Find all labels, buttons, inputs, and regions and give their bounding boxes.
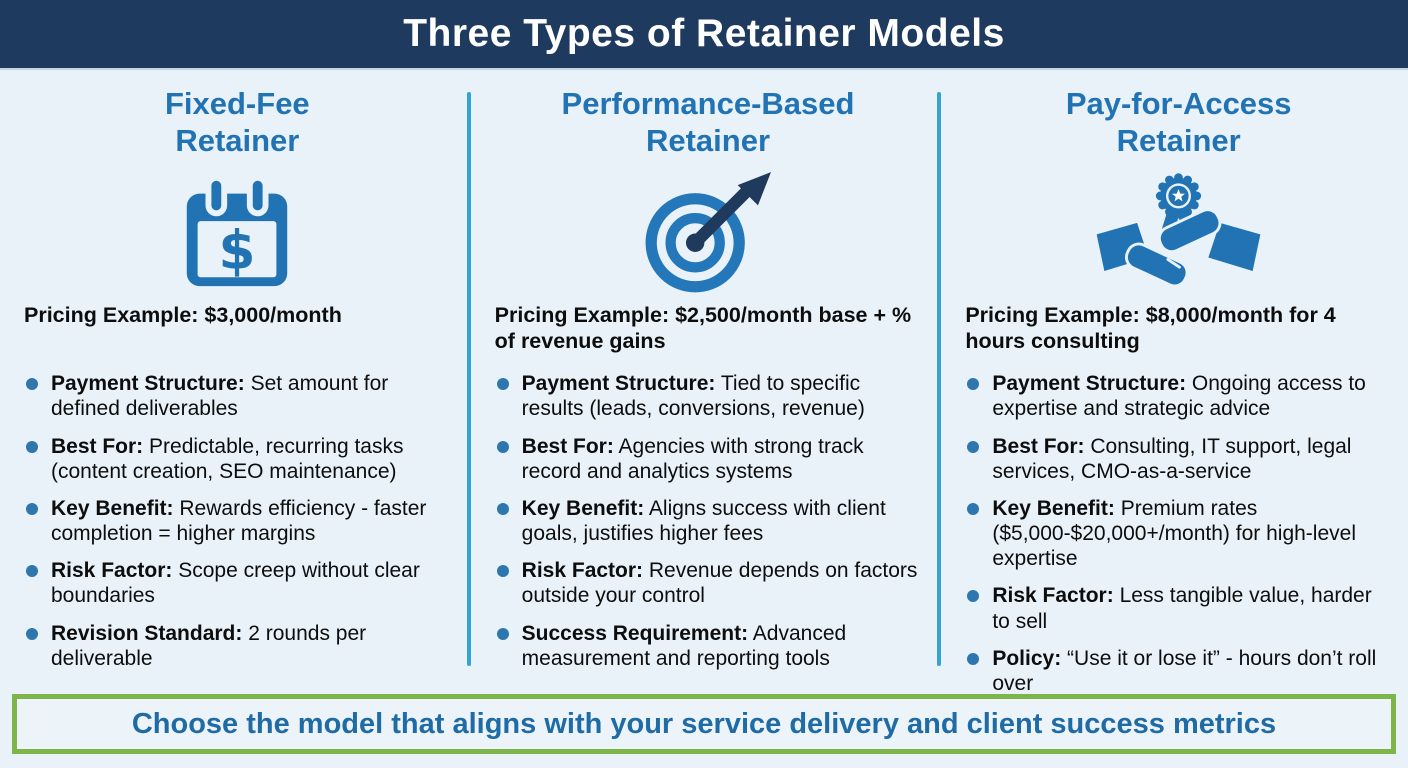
bullet-label: Revision Standard: — [51, 621, 243, 645]
icon-wrap — [495, 163, 922, 301]
column-title: Fixed-Fee Retainer — [24, 86, 451, 159]
pricing-example: Pricing Example: $3,000/month — [24, 303, 342, 328]
bullet-text: Revenue depends on factors outside your … — [521, 559, 918, 608]
bullet-item: Best For: Consulting, IT support, legal … — [965, 434, 1392, 484]
bullet-label: Best For: — [51, 434, 144, 458]
column-pay-for-access: Pay-for-Access Retainer — [941, 70, 1408, 695]
column-divider — [937, 92, 942, 666]
column-performance-based: Performance-Based Retainer Pricing Examp… — [471, 70, 938, 692]
icon-wrap — [965, 163, 1392, 301]
bullet-label: Risk Factor: — [51, 559, 173, 583]
column-fixed-fee: Fixed-Fee Retainer $ Pricing Example: $3… — [0, 70, 467, 692]
bullet-text: Less tangible value, harder to sell — [992, 584, 1372, 633]
bullet-item: Payment Structure: Tied to specific resu… — [495, 371, 922, 421]
bullet-text: “Use it or lose it” - hours don’t roll o… — [992, 646, 1377, 696]
column-title: Pay-for-Access Retainer — [965, 86, 1392, 159]
bullet-text: Predictable, recurring tasks (content cr… — [51, 434, 404, 483]
bullet-item: Risk Factor: Revenue depends on factors … — [495, 558, 922, 608]
svg-text:$: $ — [219, 220, 256, 282]
column-title-line2: Retainer — [175, 122, 300, 158]
icon-wrap: $ — [24, 163, 451, 301]
bullet-item: Policy: “Use it or lose it” - hours don’… — [965, 646, 1392, 696]
bullet-label: Key Benefit: — [521, 496, 645, 520]
bullet-text: Agencies with strong track record and an… — [521, 434, 864, 483]
bullet-label: Payment Structure: — [521, 372, 716, 396]
columns-container: Fixed-Fee Retainer $ Pricing Example: $3… — [0, 70, 1408, 695]
bullet-text: Premium rates ($5,000-$20,000+/month) fo… — [992, 496, 1356, 571]
bullet-text: Tied to specific results (leads, convers… — [521, 372, 865, 421]
bullet-label: Best For: — [992, 434, 1085, 458]
bullet-item: Best For: Agencies with strong track rec… — [495, 434, 922, 484]
bullet-list: Payment Structure: Tied to specific resu… — [495, 371, 922, 671]
handshake-badge-icon — [1096, 173, 1261, 288]
pricing-example: Pricing Example: $2,500/month base + % o… — [494, 303, 912, 353]
bullet-text: Ongoing access to expertise and strategi… — [992, 372, 1366, 421]
column-title: Performance-Based Retainer — [495, 86, 922, 159]
column-title-line1: Performance-Based — [561, 86, 855, 121]
footer-callout: Choose the model that aligns with your s… — [12, 694, 1396, 754]
bullet-item: Best For: Predictable, recurring tasks (… — [24, 434, 451, 484]
bullet-label: Key Benefit: — [992, 496, 1115, 520]
bullet-label: Payment Structure: — [992, 372, 1187, 396]
bullet-text: 2 rounds per deliverable — [51, 621, 367, 670]
bullet-label: Risk Factor: — [992, 584, 1114, 608]
calendar-dollar-icon: $ — [187, 175, 288, 287]
bullet-text: Scope creep without clear boundaries — [51, 559, 420, 608]
bullet-label: Policy: — [992, 646, 1062, 670]
bullet-item: Key Benefit: Premium rates ($5,000-$20,0… — [965, 496, 1392, 572]
bullet-item: Risk Factor: Less tangible value, harder… — [965, 583, 1392, 633]
bullet-item: Key Benefit: Aligns success with client … — [495, 496, 922, 546]
bullet-item: Payment Structure: Set amount for define… — [24, 371, 451, 421]
bullet-label: Key Benefit: — [51, 496, 174, 520]
bullet-label: Risk Factor: — [521, 559, 644, 583]
bullet-text: Set amount for defined deliverables — [51, 372, 389, 421]
bullet-label: Payment Structure: — [51, 372, 245, 396]
title-bar: Three Types of Retainer Models — [0, 0, 1408, 70]
page-title: Three Types of Retainer Models — [403, 12, 1005, 55]
bullet-list: Payment Structure: Set amount for define… — [24, 371, 451, 671]
bullet-item: Key Benefit: Rewards efficiency - faster… — [24, 496, 451, 546]
column-title-line2: Retainer — [645, 122, 771, 158]
column-title-line2: Retainer — [1116, 122, 1241, 158]
bullet-item: Payment Structure: Ongoing access to exp… — [965, 371, 1392, 421]
footer-text: Choose the model that aligns with your s… — [131, 707, 1277, 740]
bullet-item: Risk Factor: Scope creep without clear b… — [24, 558, 451, 608]
column-title-line1: Fixed-Fee — [164, 86, 310, 121]
bullet-text: Advanced measurement and reporting tools — [521, 621, 847, 670]
bullet-label: Success Requirement: — [521, 621, 749, 645]
column-divider — [466, 92, 471, 666]
bullet-item: Revision Standard: 2 rounds per delivera… — [24, 621, 451, 671]
bullet-text: Rewards efficiency - faster completion =… — [51, 496, 427, 546]
bullet-item: Success Requirement: Advanced measuremen… — [495, 621, 922, 671]
target-arrow-icon — [645, 172, 771, 293]
bullet-label: Best For: — [521, 434, 614, 458]
bullet-text: Aligns success with client goals, justif… — [521, 496, 886, 546]
pricing-example: Pricing Example: $8,000/month for 4 hour… — [965, 303, 1336, 353]
bullet-list: Payment Structure: Ongoing access to exp… — [965, 371, 1392, 696]
column-title-line1: Pay-for-Access — [1065, 86, 1292, 121]
bullet-text: Consulting, IT support, legal services, … — [992, 434, 1352, 483]
